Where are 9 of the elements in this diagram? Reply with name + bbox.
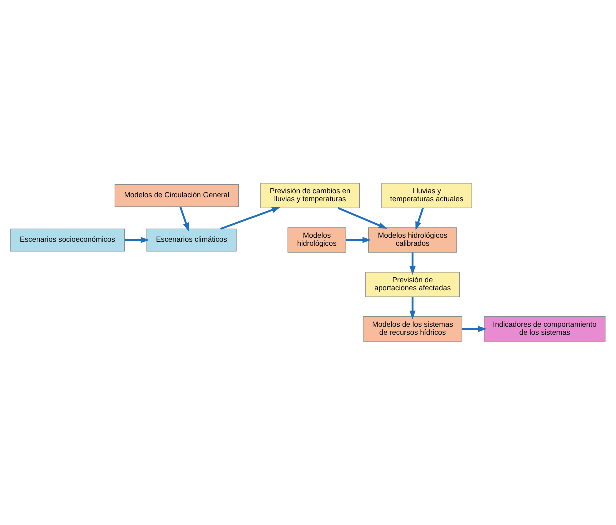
arrow — [346, 237, 372, 244]
arrow — [124, 237, 150, 244]
arrow — [338, 207, 388, 229]
arrow — [416, 208, 424, 231]
arrow — [220, 207, 281, 230]
arrow — [410, 297, 416, 320]
arrow — [462, 326, 488, 332]
arrow — [410, 252, 416, 276]
arrow — [180, 206, 190, 232]
